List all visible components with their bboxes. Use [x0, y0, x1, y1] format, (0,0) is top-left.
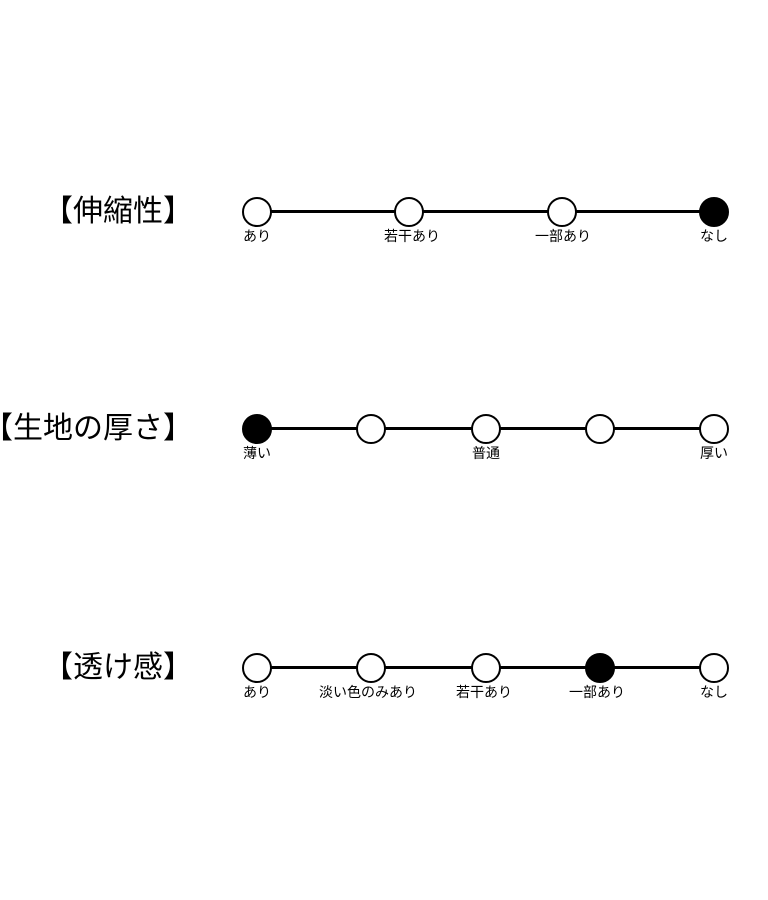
stretch-scale-label-3: 一部あり: [535, 229, 591, 245]
sheerness-scale-point-2: [356, 653, 386, 683]
sheerness-scale-label-4: 一部あり: [569, 685, 625, 701]
sheerness-scale-point-3: [471, 653, 501, 683]
thickness-scale-label-1: 薄い: [243, 446, 271, 462]
thickness-scale: 【生地の厚さ】 薄い 普通 厚い: [0, 413, 768, 473]
thickness-scale-point-1: [242, 414, 272, 444]
thickness-scale-point-2: [356, 414, 386, 444]
sheerness-scale-label-2: 淡い色のみあり: [319, 685, 417, 701]
stretch-scale-title: 【伸縮性】: [43, 194, 193, 229]
thickness-scale-point-4: [585, 414, 615, 444]
stretch-scale-label-2: 若干あり: [384, 229, 440, 245]
sheerness-scale-point-4: [585, 653, 615, 683]
sheerness-scale-label-1: あり: [243, 685, 271, 701]
thickness-scale-title: 【生地の厚さ】: [0, 411, 193, 446]
stretch-scale-point-4: [699, 197, 729, 227]
stretch-scale-point-3: [547, 197, 577, 227]
stretch-scale: 【伸縮性】 あり 若干あり 一部あり なし: [0, 196, 768, 256]
sheerness-scale-title: 【透け感】: [43, 650, 193, 685]
sheerness-scale: 【透け感】 あり 淡い色のみあり 若干あり 一部あり なし: [0, 652, 768, 712]
stretch-scale-label-4: なし: [700, 229, 728, 245]
thickness-scale-label-3: 普通: [472, 446, 500, 462]
sheerness-scale-label-5: なし: [700, 685, 728, 701]
sheerness-scale-point-5: [699, 653, 729, 683]
stretch-scale-track: [257, 210, 714, 213]
stretch-scale-point-1: [242, 197, 272, 227]
stretch-scale-label-1: あり: [243, 229, 271, 245]
thickness-scale-label-5: 厚い: [700, 446, 728, 462]
stretch-scale-point-2: [394, 197, 424, 227]
thickness-scale-point-5: [699, 414, 729, 444]
sheerness-scale-label-3: 若干あり: [456, 685, 512, 701]
sheerness-scale-point-1: [242, 653, 272, 683]
thickness-scale-point-3: [471, 414, 501, 444]
